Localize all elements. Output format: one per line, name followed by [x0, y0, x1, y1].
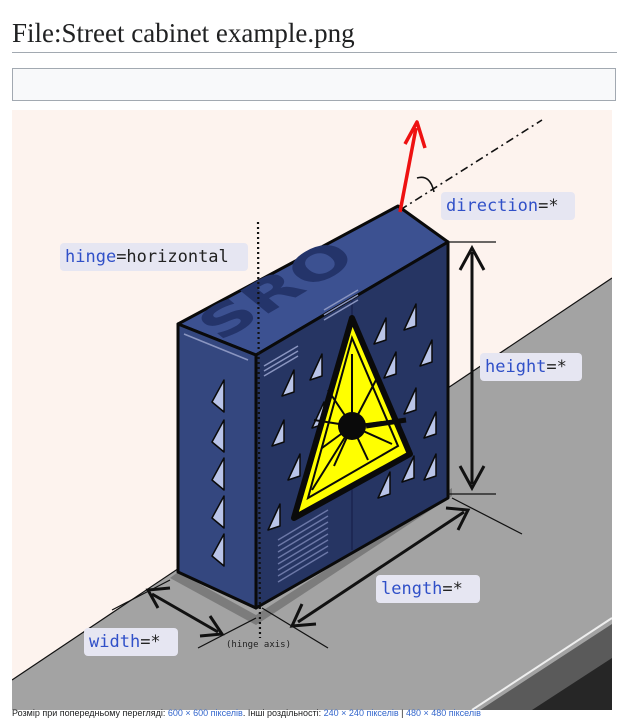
length-arrow-head-left [289, 603, 317, 628]
hinge-value: =horizontal [116, 247, 229, 267]
hinge-label: hinge=horizontal [60, 243, 248, 271]
height-arrow-head-top [458, 244, 486, 271]
width-arrow [151, 592, 219, 634]
cabinet-side [176, 322, 258, 610]
laser-hazard-sign [291, 315, 413, 521]
resolution-separator: | [398, 708, 406, 718]
direction-label: direction=* [441, 192, 575, 220]
resolution-prefix: Розмір при попередньому перегляді: [12, 708, 168, 718]
direction-arrow-head [403, 120, 427, 149]
length-arrow [297, 510, 465, 624]
resolution-line: Розмір при попередньому перегляді: 600 ×… [12, 708, 617, 718]
cabinet-side-spikes [211, 379, 225, 567]
other-resolutions-label: . Інші роздільності: [242, 708, 324, 718]
width-value: =* [140, 632, 160, 652]
direction-value: =* [538, 196, 558, 216]
height-arrow-head-bottom [458, 465, 486, 492]
direction-key: direction [446, 196, 538, 216]
resolution-link-480[interactable]: 480 × 480 пікселів [405, 708, 481, 718]
road-curb-dark [532, 658, 612, 710]
svg-text:direction=*: direction=* [446, 196, 559, 216]
length-key: length [381, 579, 442, 599]
road-curb-line [471, 617, 612, 710]
length-value: =* [442, 579, 462, 599]
width-label: width=* [84, 628, 178, 656]
height-label: height=* [480, 353, 582, 381]
svg-text:width=*: width=* [89, 632, 161, 652]
cabinet-bottom-vents [277, 509, 329, 583]
length-extension-left [261, 607, 329, 649]
length-extension-right [451, 497, 523, 535]
width-extension-right [197, 617, 257, 649]
width-extension-left [111, 579, 171, 611]
resolution-link-240[interactable]: 240 × 240 пікселів [323, 708, 399, 718]
svg-text:length=*: length=* [381, 579, 463, 599]
hinge-key: hinge [65, 247, 116, 267]
width-key: width [89, 632, 140, 652]
length-label: length=* [376, 575, 480, 603]
width-arrow-head-left [145, 586, 171, 609]
title-divider [12, 52, 617, 53]
page-title: File:Street cabinet example.png [12, 18, 355, 48]
direction-axis [399, 119, 543, 211]
hinge-axis-caption: (hinge axis) [226, 640, 291, 650]
preview-size-link[interactable]: 600 × 600 пікселів [167, 708, 243, 718]
width-arrow-head-right [199, 615, 225, 638]
height-value: =* [546, 357, 566, 377]
svg-text:hinge=horizontal: hinge=horizontal [65, 247, 229, 267]
direction-angle-arc [416, 176, 435, 193]
file-toolbar [12, 68, 616, 101]
cabinet-top-vents [183, 289, 359, 377]
svg-text:height=*: height=* [485, 357, 567, 377]
file-image[interactable]: SRO [12, 110, 612, 710]
height-key: height [485, 357, 546, 377]
length-arrow-head-right [445, 506, 471, 531]
direction-arrow [398, 127, 418, 213]
hinge-axis-line [256, 221, 262, 639]
